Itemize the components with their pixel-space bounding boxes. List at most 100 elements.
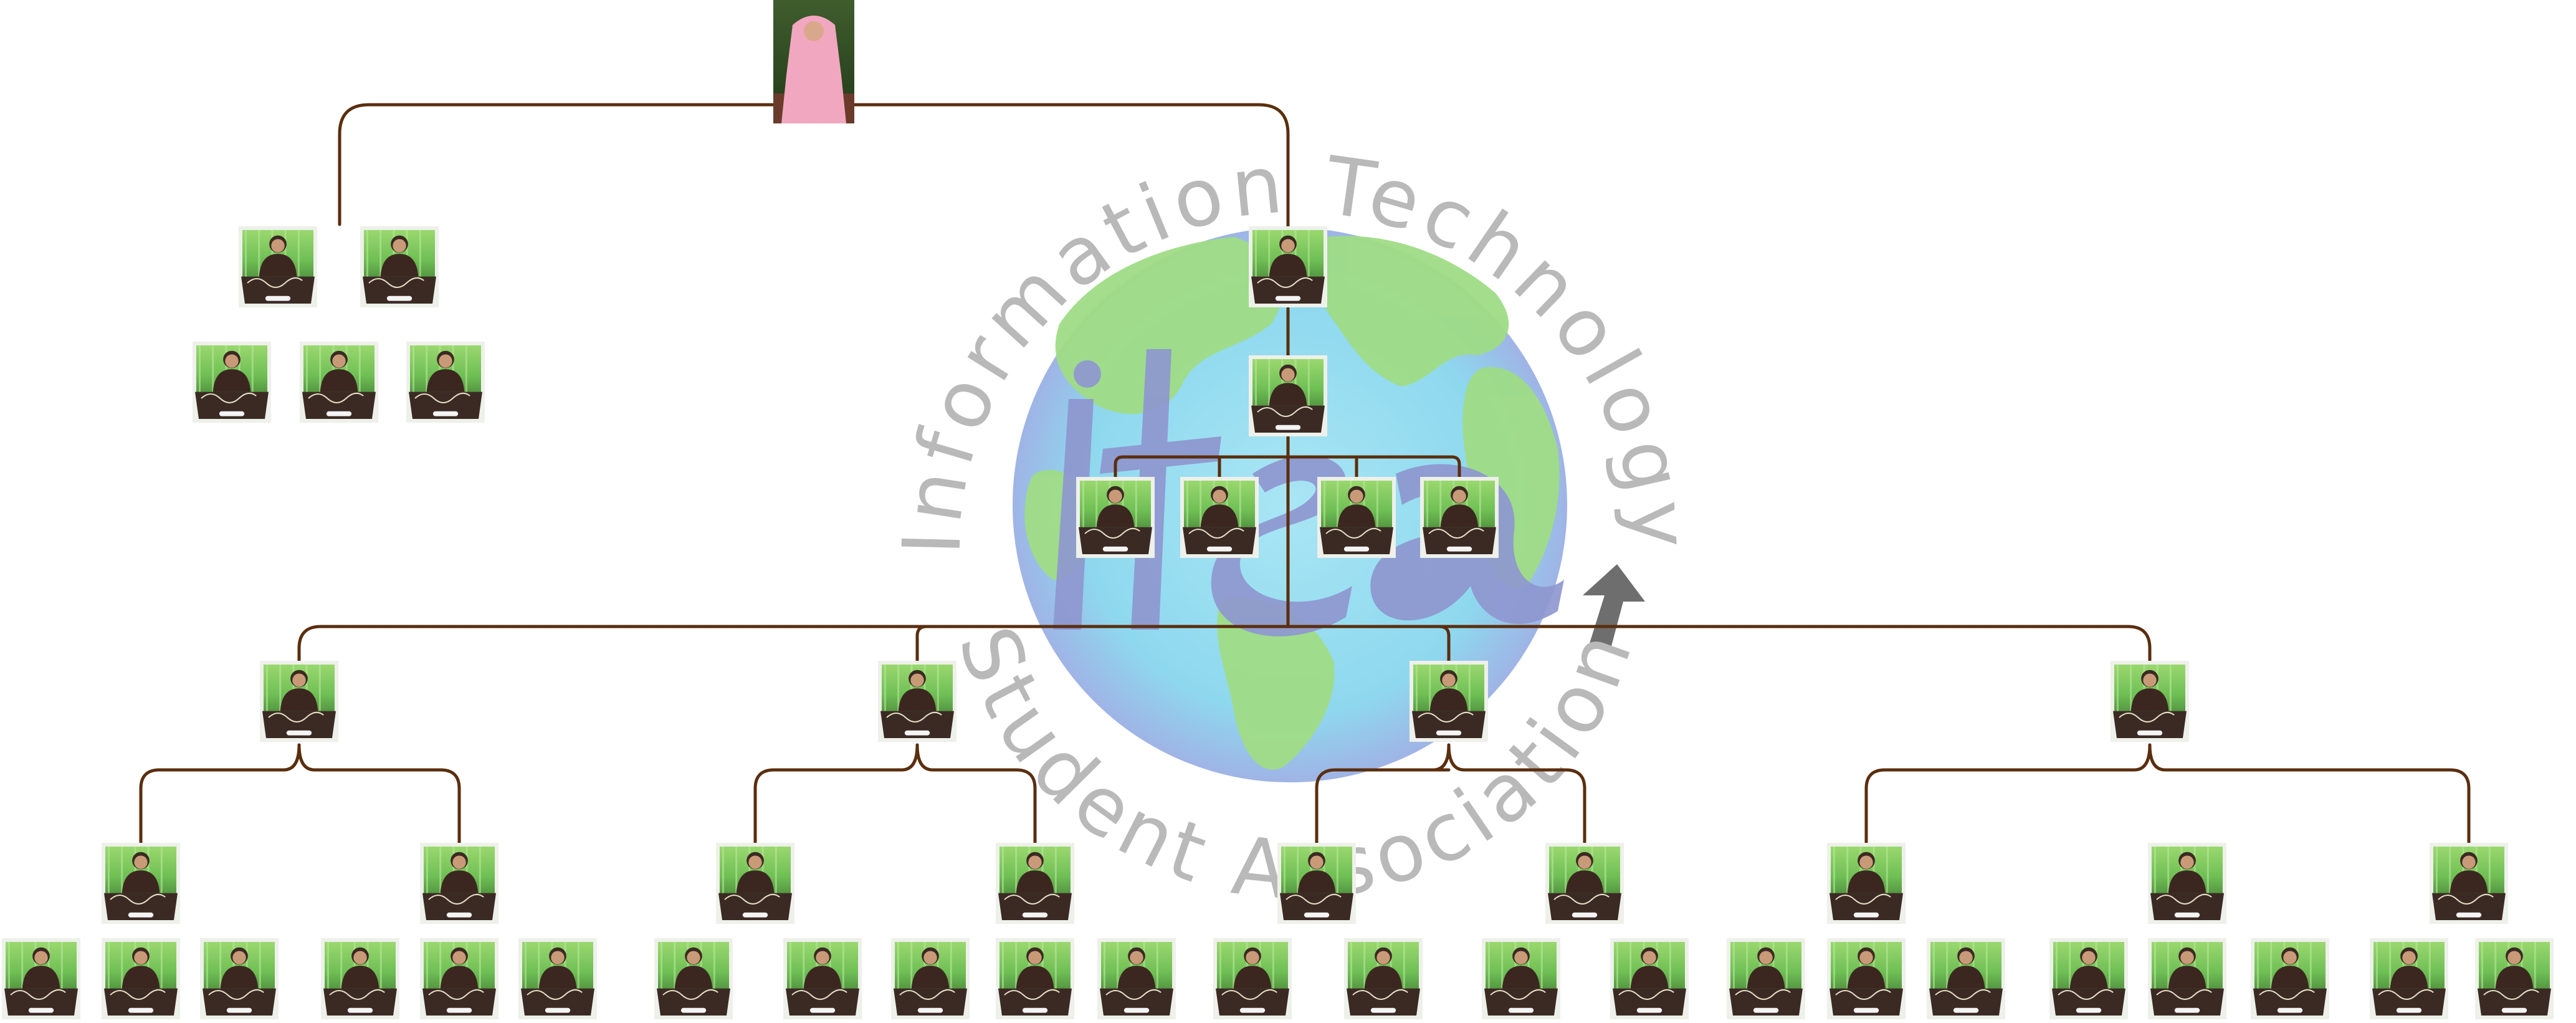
person-face-icon	[910, 673, 924, 687]
card-stripe	[2167, 847, 2170, 895]
card-stripe	[923, 942, 926, 991]
card-stripe	[722, 847, 724, 895]
card-plate	[2253, 988, 2327, 1016]
card-plate	[998, 988, 1072, 1016]
member-card-2	[102, 938, 180, 1019]
card-stripe	[2309, 942, 2312, 991]
card-stripe	[1565, 847, 1567, 895]
card-stripe	[419, 230, 421, 279]
line-div1-right	[297, 743, 461, 847]
card-stripe	[2296, 942, 2299, 991]
card-stripe	[1143, 942, 1145, 991]
person-body-icon	[440, 966, 479, 989]
line-div-3	[1438, 625, 1451, 663]
card-plate	[1484, 988, 1558, 1016]
person-body-icon	[2168, 966, 2206, 989]
card-plate	[302, 391, 376, 419]
signature-mark	[1004, 989, 1060, 1000]
card-plate	[4, 988, 78, 1016]
card-stripe	[345, 345, 348, 394]
card-badge	[28, 1007, 54, 1013]
card-badge	[1853, 1007, 1879, 1013]
card-stripe	[803, 942, 805, 991]
card-plate	[718, 893, 792, 920]
member-card-15	[1610, 938, 1689, 1019]
card-plate	[1929, 988, 2003, 1016]
card-badge	[446, 912, 472, 918]
card-stripe	[160, 942, 163, 991]
line-advisor-left	[338, 103, 775, 226]
card-stripe	[2154, 847, 2156, 895]
card-badge	[2174, 912, 2200, 918]
card-stripe	[2428, 942, 2431, 991]
member-card-6	[518, 938, 597, 1019]
card-stripe	[1117, 942, 1119, 991]
signature-mark	[2438, 893, 2494, 905]
card-stripe	[2475, 847, 2478, 895]
card-stripe	[2436, 847, 2438, 895]
signature-mark	[1428, 527, 1484, 539]
card-plate	[104, 988, 178, 1016]
person-body-icon	[898, 688, 937, 711]
card-plate	[2432, 893, 2506, 920]
person-body-icon	[212, 369, 251, 392]
signature-mark	[1418, 711, 1474, 723]
card-stripe	[1540, 942, 1543, 991]
card-stripe	[479, 942, 481, 991]
person-body-icon	[1565, 870, 1604, 893]
subgroup-lead-card-6	[1545, 843, 1624, 924]
card-stripe	[34, 942, 37, 991]
card-stripe	[297, 230, 300, 279]
signature-mark	[527, 989, 583, 1000]
subgroup-lead-card-5	[1277, 843, 1356, 924]
card-stripe	[1453, 481, 1455, 529]
card-stripe	[789, 942, 791, 991]
person-face-icon	[1028, 951, 1042, 964]
side-group-card-3	[193, 342, 271, 423]
person-body-icon	[1429, 688, 1468, 711]
card-stripe	[108, 942, 110, 991]
line-staff-branch	[1114, 455, 1461, 510]
card-badge	[432, 411, 459, 416]
card-plate	[241, 276, 315, 304]
person-body-icon	[1016, 966, 1054, 989]
card-stripe	[1213, 481, 1215, 529]
card-stripe	[884, 665, 886, 713]
card-badge	[1446, 546, 1472, 552]
card-badge	[1123, 1007, 1150, 1013]
card-stripe	[1527, 942, 1530, 991]
card-plate	[1079, 527, 1152, 554]
member-card-4	[321, 938, 399, 1019]
card-stripe	[1859, 847, 1862, 895]
person-face-icon	[393, 239, 406, 252]
card-stripe	[2507, 942, 2510, 991]
card-stripe	[1872, 942, 1875, 991]
person-body-icon	[1297, 870, 1336, 893]
person-body-icon	[911, 966, 950, 989]
leader-card	[1249, 226, 1327, 307]
card-stripe	[1468, 665, 1471, 713]
card-stripe	[2534, 942, 2536, 991]
card-stripe	[379, 942, 382, 991]
card-stripe	[1255, 359, 1257, 408]
card-stripe	[1629, 942, 1632, 991]
card-plate	[521, 988, 594, 1016]
card-badge	[446, 1007, 472, 1013]
card-plate	[262, 711, 336, 738]
card-badge	[2137, 730, 2163, 736]
card-stripe	[1466, 481, 1468, 529]
card-badge	[286, 730, 312, 736]
signature-mark	[1257, 277, 1313, 288]
card-stripe	[379, 230, 382, 279]
person-body-icon	[380, 254, 419, 277]
card-stripe	[358, 345, 361, 394]
card-badge	[809, 1007, 836, 1013]
card-stripe	[47, 942, 50, 991]
card-stripe	[1284, 847, 1286, 895]
card-badge	[1753, 1007, 1779, 1013]
card-badge	[386, 295, 413, 301]
person-body-icon	[1440, 504, 1479, 527]
card-stripe	[1578, 847, 1580, 895]
card-badge	[2456, 912, 2482, 918]
